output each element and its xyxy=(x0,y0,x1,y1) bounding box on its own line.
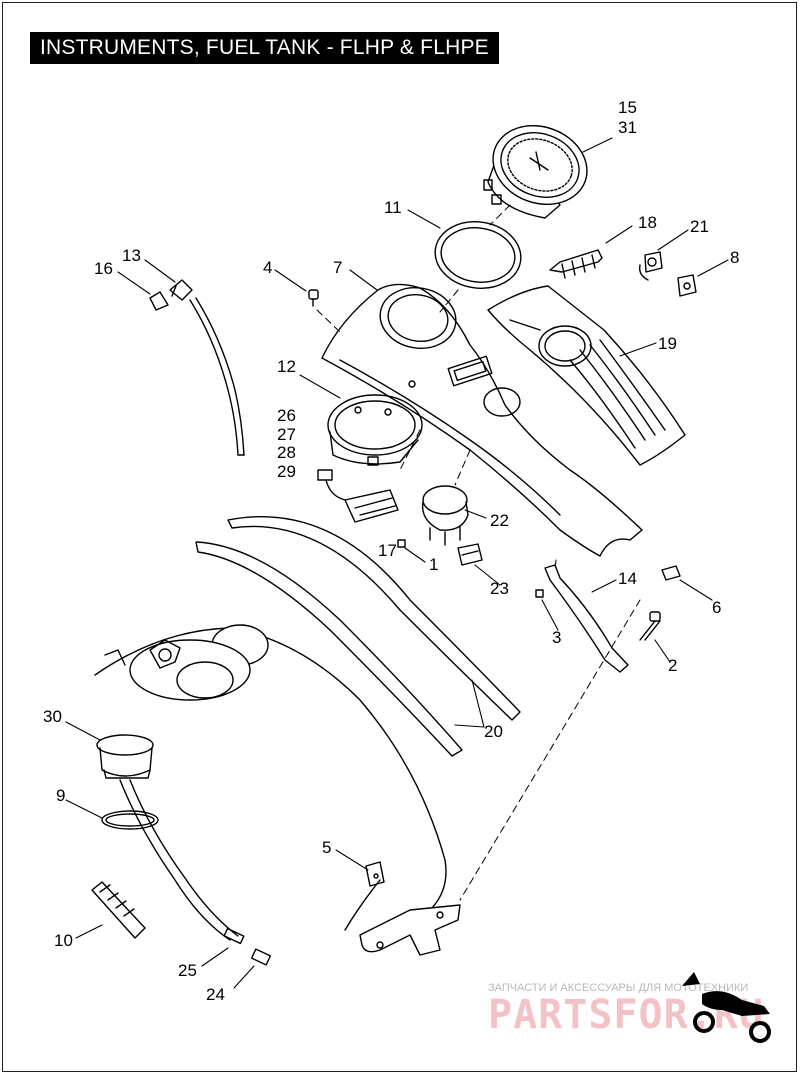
speedometer-part xyxy=(483,124,588,219)
callout-label: 9 xyxy=(56,786,65,805)
callout-label: 19 xyxy=(658,334,677,353)
callout-label: 18 xyxy=(638,213,657,232)
callout-label: 31 xyxy=(618,118,637,137)
callout-label: 13 xyxy=(122,246,141,265)
callout-label: 21 xyxy=(690,217,709,236)
screw-part xyxy=(535,589,544,598)
callout-label: 14 xyxy=(618,569,637,588)
clip-part xyxy=(661,565,681,581)
callout-label: 22 xyxy=(490,511,509,530)
trim-ring-part xyxy=(434,221,522,289)
callout-label: 17 xyxy=(378,541,397,560)
callout-label: 29 xyxy=(277,462,296,481)
assembly-lines xyxy=(316,204,641,901)
console-part xyxy=(321,283,643,557)
callout-label: 25 xyxy=(178,961,197,980)
screw-part xyxy=(308,289,319,307)
clip-part xyxy=(457,543,483,566)
callout-label: 7 xyxy=(333,258,342,277)
callout-label: 27 xyxy=(277,425,296,444)
bolt-part xyxy=(639,611,661,641)
callout-label: 1 xyxy=(429,555,438,574)
callout-label: 2 xyxy=(668,656,677,675)
fuel-gauge-sender-part xyxy=(96,734,239,941)
callout-label: 4 xyxy=(263,258,272,277)
wire-connector-part xyxy=(250,948,272,966)
callout-label: 24 xyxy=(206,985,225,1004)
callout-label: 20 xyxy=(484,722,503,741)
mounting-bracket-part xyxy=(544,564,629,673)
motorcycle-logo-icon xyxy=(682,972,771,1043)
callout-labels: 15 31 11 18 21 8 13 16 4 7 19 12 26 27 2… xyxy=(43,98,739,1004)
fuel-pump-mount-part xyxy=(104,624,269,701)
page-title: INSTRUMENTS, FUEL TANK - FLHP & FLHPE xyxy=(30,32,499,64)
indicator-bracket-part xyxy=(549,249,603,279)
switch-connector-part xyxy=(317,469,399,523)
callout-label: 10 xyxy=(54,931,73,950)
gasket-ring-part xyxy=(101,810,159,830)
callout-label: 3 xyxy=(552,628,561,647)
callout-label: 28 xyxy=(277,443,296,462)
indicator-lens-part xyxy=(677,274,697,297)
weatherstrip-part xyxy=(195,516,521,757)
callout-label: 23 xyxy=(490,579,509,598)
sensor-part xyxy=(169,279,193,301)
callout-label: 11 xyxy=(384,198,402,217)
callout-label: 26 xyxy=(277,406,296,425)
callout-label: 16 xyxy=(94,259,113,278)
wire-harness xyxy=(189,297,245,456)
wire-connector-part xyxy=(223,927,245,945)
callout-label: 5 xyxy=(322,838,331,857)
screw-part xyxy=(397,539,406,548)
tank-bracket-part xyxy=(359,904,461,956)
cap-part xyxy=(149,291,169,311)
indicator-lamp-part xyxy=(638,251,663,281)
callout-label: 6 xyxy=(712,598,721,617)
callout-label: 30 xyxy=(43,707,62,726)
sleeve-part xyxy=(91,881,146,939)
gauge-bracket-ring-part xyxy=(327,394,423,466)
clip-part xyxy=(365,861,385,887)
callout-label: 8 xyxy=(730,248,739,267)
console-trim-panel-part xyxy=(487,285,686,466)
callout-label: 15 xyxy=(618,98,637,117)
leader-lines xyxy=(65,137,729,989)
indicator-housing-part xyxy=(421,485,469,546)
callout-label: 12 xyxy=(277,357,296,376)
